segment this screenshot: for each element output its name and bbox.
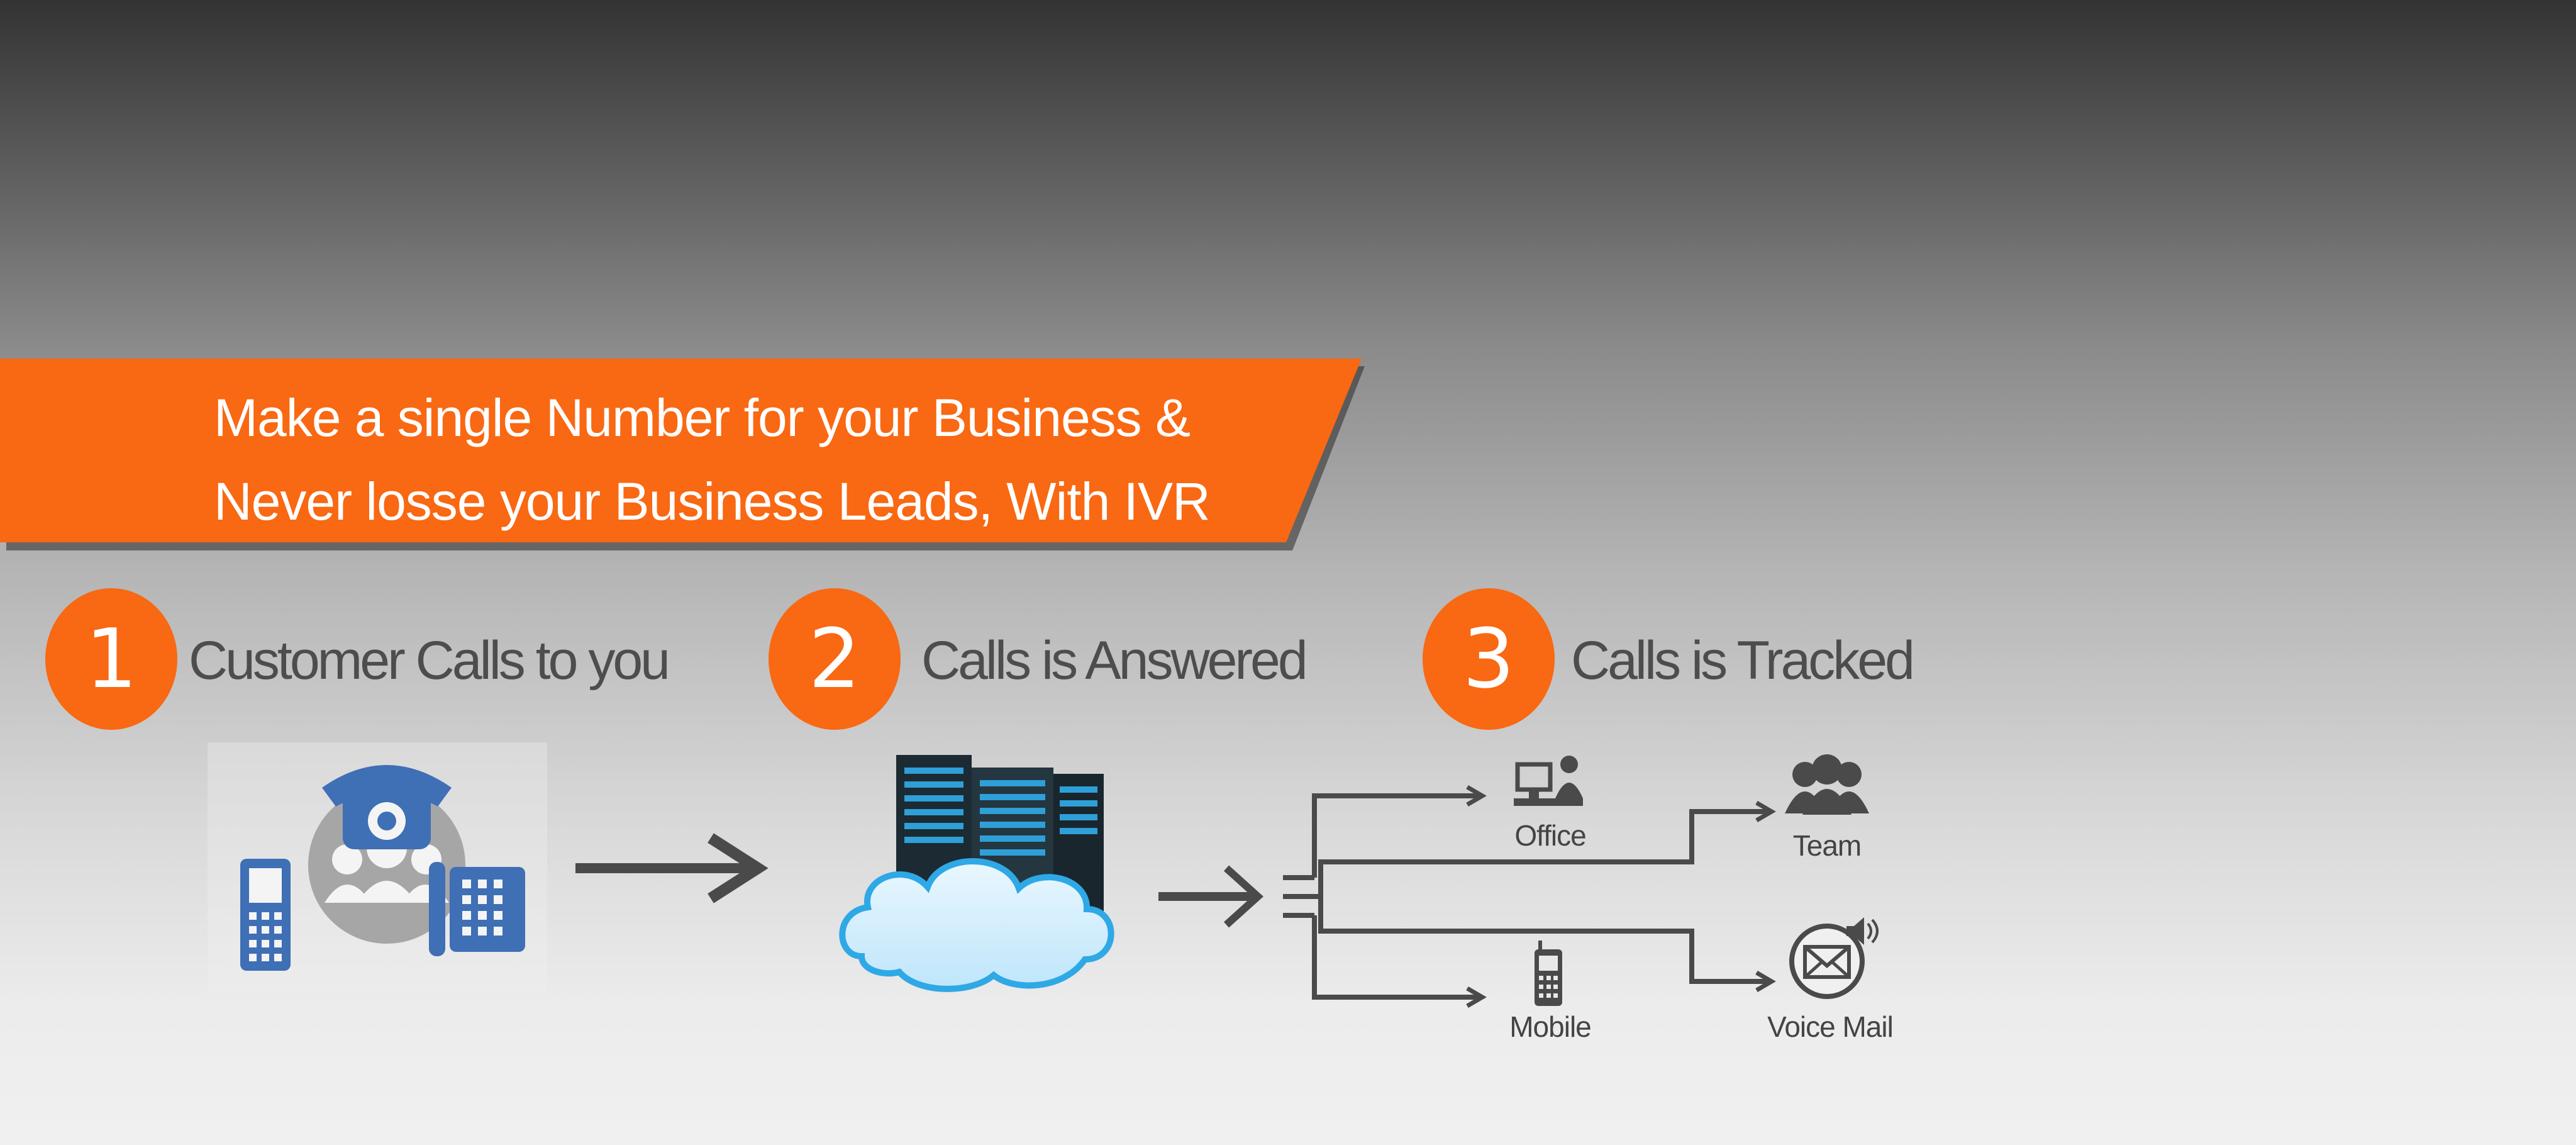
destination-voicemail-label: Voice Mail — [1767, 1010, 1894, 1043]
destination-team-label: Team — [1792, 829, 1862, 862]
arrow-right-icon — [572, 830, 774, 906]
voice-mail-icon — [1786, 912, 1880, 1003]
desk-phone-icon — [322, 765, 452, 849]
arrow-right-icon-2 — [1157, 862, 1267, 931]
mobile-icon — [1530, 941, 1567, 1010]
headline-line-1: Make a single Number for your Business & — [214, 388, 1191, 447]
headline-text: Make a single Number for your Business &… — [214, 376, 1283, 544]
call-routing-icon — [1283, 777, 1799, 1010]
office-phone-icon — [429, 862, 525, 956]
destination-office-label: Office — [1514, 819, 1586, 852]
banner-shape — [0, 359, 1365, 550]
headline-banner: Make a single Number for your Business &… — [0, 359, 1365, 550]
step-3-badge: 3 — [1423, 588, 1555, 730]
headline-line-2: Never losse your Business Leads, With IV… — [214, 472, 1211, 531]
step-1-label: Customer Calls to you — [189, 630, 670, 691]
mobile-phone-icon — [240, 859, 291, 971]
office-worker-icon — [1513, 752, 1588, 818]
step-1-badge: 1 — [45, 588, 177, 730]
step-2-badge: 2 — [769, 588, 901, 730]
caller-icon-cluster — [208, 742, 547, 994]
step-3-label: Calls is Tracked — [1571, 630, 1915, 691]
step-2-label: Calls is Answered — [921, 630, 1308, 691]
team-icon — [1780, 752, 1874, 821]
destination-mobile-label: Mobile — [1509, 1010, 1592, 1043]
cloud-server-icon — [824, 742, 1126, 1007]
